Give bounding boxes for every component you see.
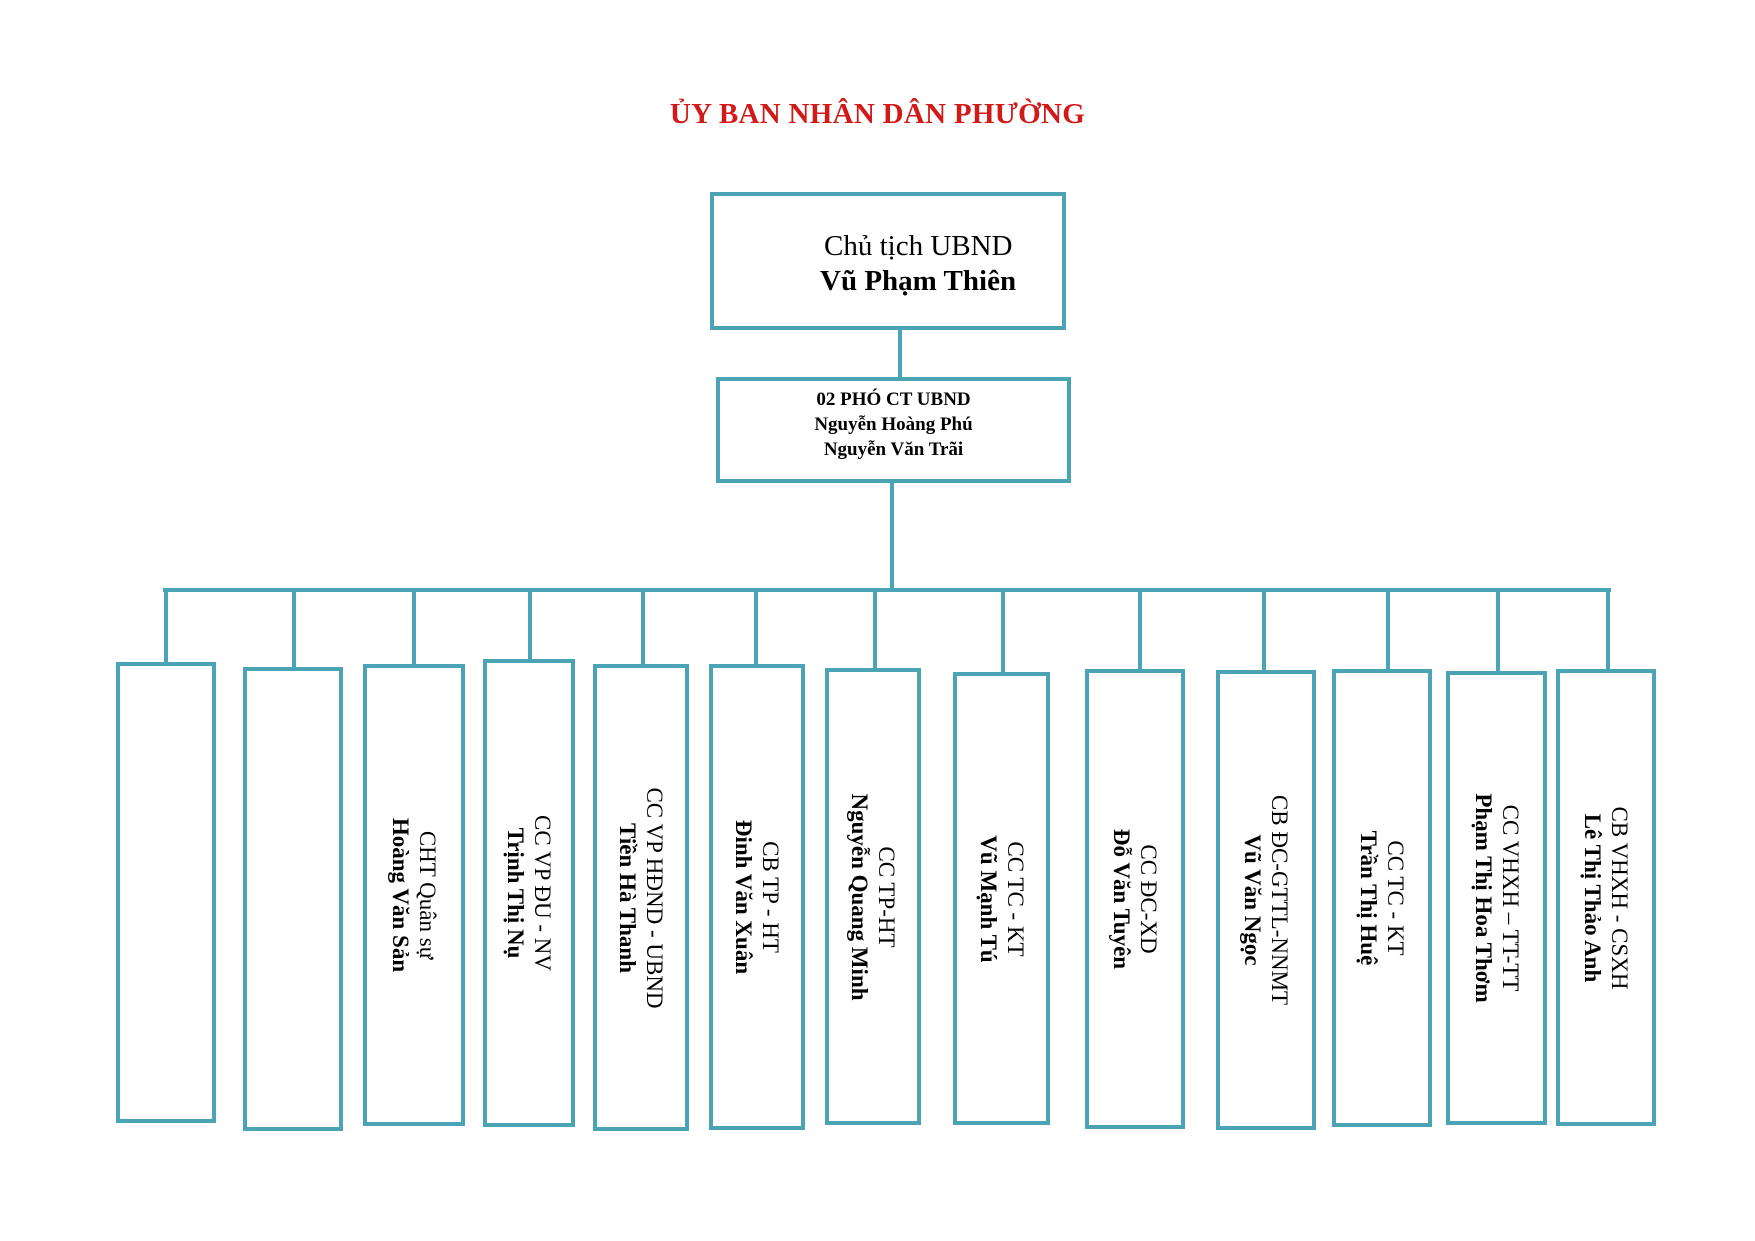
department-box-8: CC TC - KT Vũ Mạnh Tú <box>953 672 1050 1125</box>
chairman-box: Chủ tịch UBND Vũ Phạm Thiên <box>710 192 1066 330</box>
department-box-13: CB VHXH - CSXH Lê Thị Thảo Anh <box>1556 669 1656 1126</box>
chairman-name: Vũ Phạm Thiên <box>820 265 1017 297</box>
department-role: CB ĐC-GTTL-NNMT <box>1267 794 1292 1006</box>
vice-chairmen-heading: 02 PHÓ CT UBND <box>816 389 971 410</box>
department-name: Hoàng Văn Sản <box>388 817 413 973</box>
department-role: CC TC - KT <box>1002 840 1028 957</box>
department-role: CC VHXH – TT-TT <box>1497 804 1523 992</box>
department-role: CHT Quân sự <box>415 830 440 960</box>
department-name: Vũ Mạnh Tú <box>975 834 1001 963</box>
department-role: CC TC - KT <box>1383 840 1408 956</box>
vice-chairman-name-2: Nguyễn Văn Trãi <box>823 439 964 460</box>
department-box-10: CB ĐC-GTTL-NNMT Vũ Văn Ngọc <box>1216 670 1316 1130</box>
chairman-role: Chủ tịch UBND <box>824 230 1013 262</box>
department-name: Vũ Văn Ngọc <box>1240 834 1265 966</box>
department-name: Trần Thị Huệ <box>1356 830 1381 966</box>
department-role: CC VP HĐND - UBND <box>642 786 667 1009</box>
department-role: CC TP-HT <box>874 845 899 948</box>
department-box-3: CHT Quân sự Hoàng Văn Sản <box>363 664 465 1126</box>
chart-title: ỦY BAN NHÂN DÂN PHƯỜNG <box>669 98 1086 130</box>
vice-chairmen-box: 02 PHÓ CT UBND Nguyễn Hoàng Phú Nguyễn V… <box>716 377 1071 483</box>
department-name: Đinh Văn Xuân <box>731 819 756 975</box>
department-name: Đỗ Văn Tuyên <box>1109 828 1134 970</box>
department-name: Phạm Thị Hoa Thơm <box>1470 793 1496 1003</box>
department-role: CB VHXH - CSXH <box>1607 806 1632 989</box>
department-box-9: CC ĐC-XD Đỗ Văn Tuyên <box>1085 669 1185 1129</box>
department-name: Trịnh Thị Nụ <box>503 827 528 959</box>
department-name: Lê Thị Thảo Anh <box>1580 813 1605 982</box>
department-name: Tiền Hà Thanh <box>615 822 640 973</box>
department-box-2 <box>243 667 343 1131</box>
department-box-5: CC VP HĐND - UBND Tiền Hà Thanh <box>593 664 689 1131</box>
department-role: CC VP ĐU - NV <box>530 815 555 971</box>
department-box-1 <box>116 662 216 1123</box>
department-role: CC ĐC-XD <box>1136 844 1161 954</box>
department-box-4: CC VP ĐU - NV Trịnh Thị Nụ <box>483 659 575 1127</box>
department-box-11: CC TC - KT Trần Thị Huệ <box>1332 669 1432 1127</box>
vice-chairman-name-1: Nguyễn Hoàng Phú <box>814 414 973 435</box>
department-box-12: CC VHXH – TT-TT Phạm Thị Hoa Thơm <box>1446 671 1547 1125</box>
department-role: CB TP - HT <box>758 841 783 953</box>
department-box-7: CC TP-HT Nguyễn Quang Minh <box>825 668 921 1125</box>
department-name: Nguyễn Quang Minh <box>847 792 872 1001</box>
department-box-6: CB TP - HT Đinh Văn Xuân <box>709 664 805 1130</box>
